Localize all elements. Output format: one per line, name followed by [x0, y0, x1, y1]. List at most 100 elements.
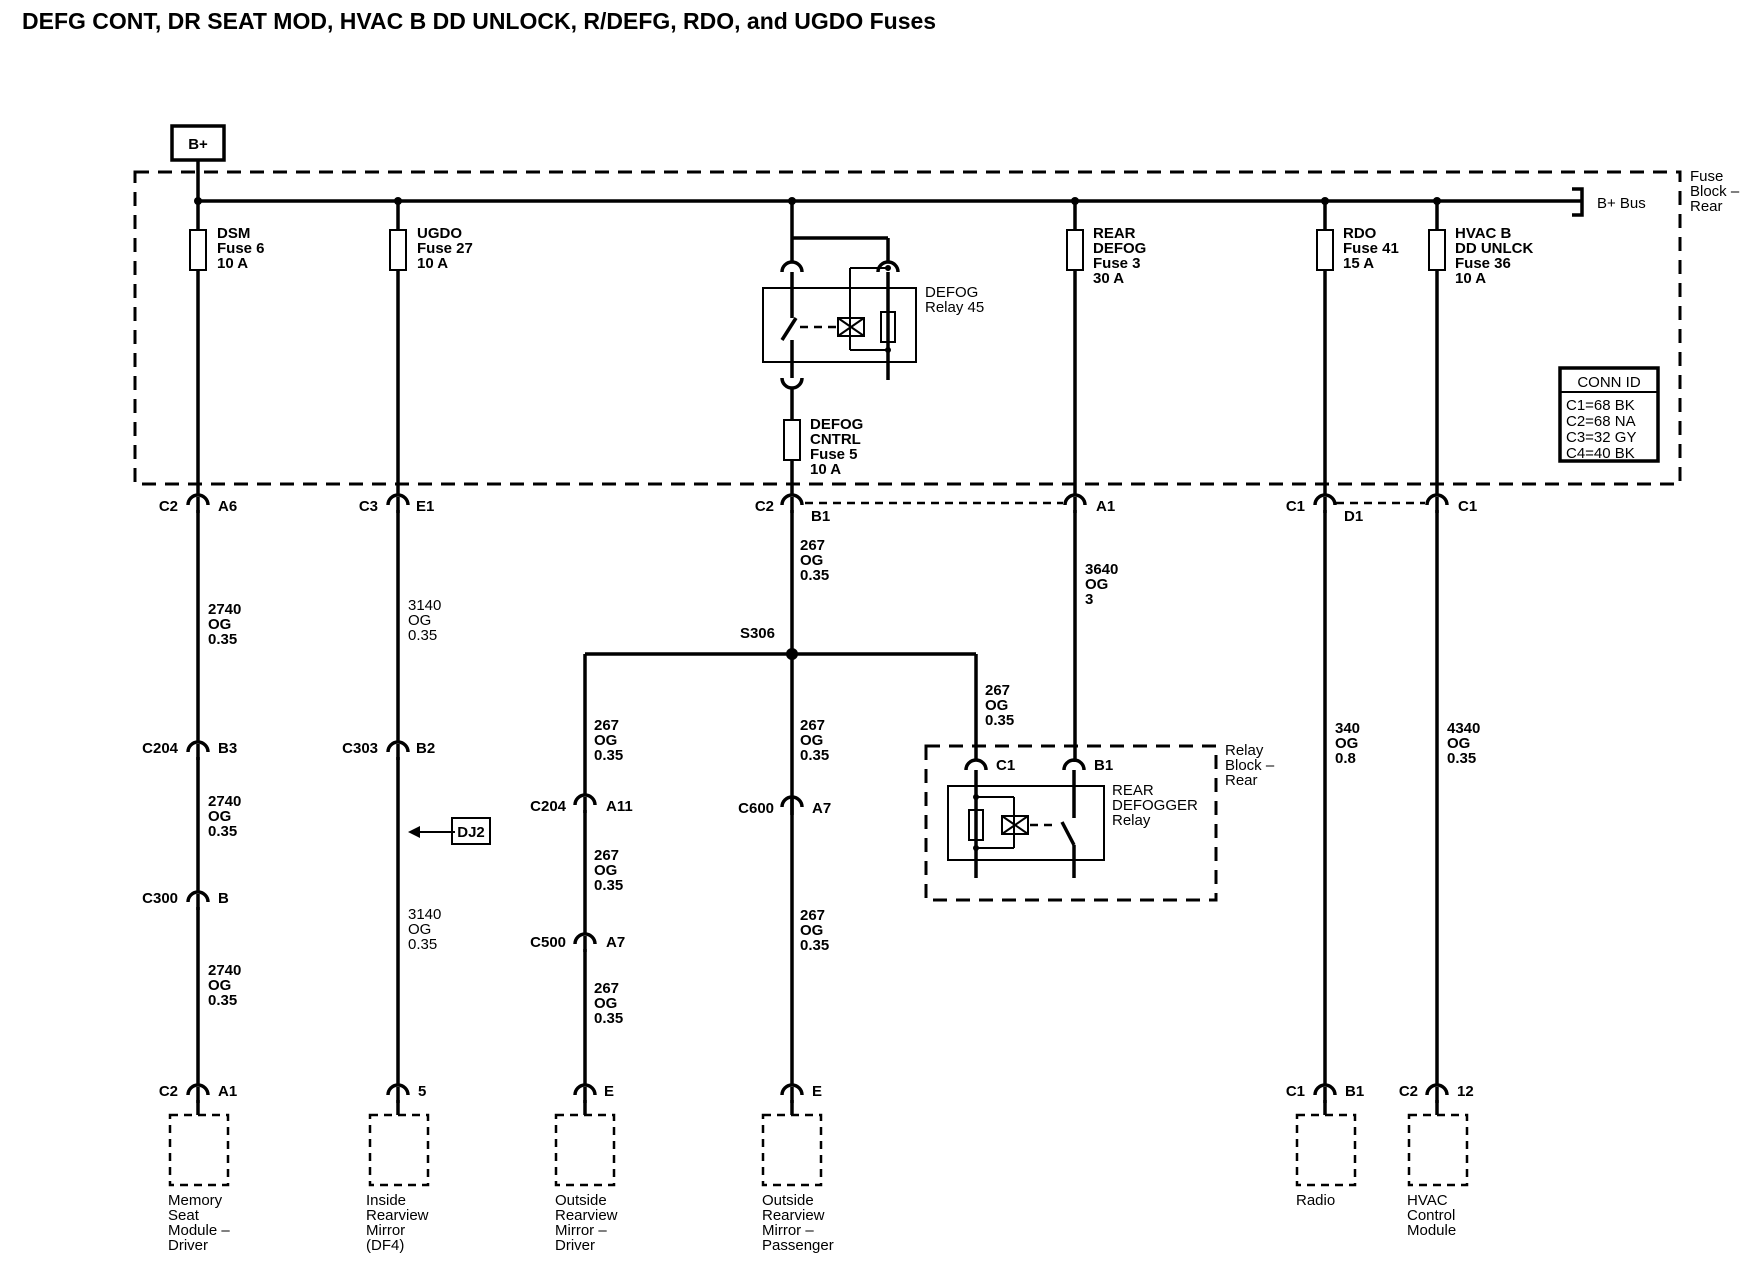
wire-segment	[1001, 815, 1029, 835]
defog-relay-label-line: DEFOG	[925, 284, 978, 301]
fuse-block-outline	[133, 170, 1682, 486]
fuse-hvac-label-line: 10 A	[1455, 270, 1486, 287]
wire-340-label-line: 0.8	[1335, 750, 1356, 767]
label: A1	[218, 1083, 237, 1100]
connector-cup	[1425, 493, 1449, 506]
connector-cup	[1313, 1083, 1337, 1096]
connector-cup	[186, 1083, 210, 1096]
relay-diode	[968, 809, 984, 841]
label: C500	[530, 934, 566, 951]
fuse-block-label-line: Fuse	[1690, 168, 1723, 185]
label: C204	[142, 740, 179, 757]
memory-seat-label-line: Memory	[168, 1192, 223, 1209]
connector-cup	[386, 740, 410, 753]
wire-340-label-line: OG	[1335, 735, 1358, 752]
fuse-defog-cntrl-label-line: DEFOG	[810, 416, 863, 433]
connector-cup	[186, 740, 210, 753]
fuse-ugdo-label-line: 10 A	[417, 255, 448, 272]
wire-267-label-line: 267	[800, 907, 825, 924]
relay-c1-cup	[964, 758, 988, 771]
wire-4340-label-line: 0.35	[1447, 750, 1476, 767]
fuse-block-label-line: Rear	[1690, 198, 1723, 215]
connector-cup	[780, 1083, 804, 1096]
wire-3140-label-line: OG	[408, 921, 431, 938]
defog-relay-label-line: Relay 45	[925, 299, 984, 316]
fuse-hvac-label-line: DD UNLCK	[1455, 240, 1533, 257]
wire-2740-label-line: OG	[208, 808, 231, 825]
wire-2740-label-line: 0.35	[208, 992, 237, 1009]
wire-3640-label-line: OG	[1085, 576, 1108, 593]
rear-defogger-label-line: DEFOGGER	[1112, 797, 1198, 814]
battery-label: B+	[188, 136, 208, 153]
conn-id-title-line: CONN ID	[1577, 374, 1641, 391]
inside-mirror-label-line: (DF4)	[366, 1237, 404, 1254]
wire-267-label-line: 267	[800, 537, 825, 554]
fuse-rdo-label-line: 15 A	[1343, 255, 1374, 272]
relay-block-label-line: Block –	[1225, 757, 1275, 774]
relay-b1-label: B1	[1094, 757, 1113, 774]
memory-seat-label-line: Module –	[168, 1222, 230, 1239]
label: E1	[416, 498, 434, 515]
wire-267-label-line: 0.35	[800, 937, 829, 954]
relay-switch	[780, 317, 798, 341]
label: C600	[738, 800, 774, 817]
wire-267-label-line: 0.35	[594, 877, 623, 894]
outside-mirror-passenger-label-line: Outside	[762, 1192, 814, 1209]
label: 5	[418, 1083, 426, 1100]
relay-c1-label: C1	[996, 757, 1015, 774]
outside-mirror-driver-label-line: Outside	[555, 1192, 607, 1209]
label: C300	[142, 890, 178, 907]
wire-3640-label-line: 3	[1085, 591, 1093, 608]
label: B2	[416, 740, 435, 757]
splice-label-line: S306	[740, 625, 775, 642]
fuse-dsm-label-line: Fuse 6	[217, 240, 265, 257]
wire-2740-label-line: 2740	[208, 601, 241, 618]
wire-4340-label-line: OG	[1447, 735, 1470, 752]
fuse-rdo	[1316, 229, 1334, 271]
connector-cup	[780, 795, 804, 808]
label: D1	[1344, 508, 1363, 525]
bus-label: B+ Bus	[1597, 195, 1646, 212]
wire-267-label-line: OG	[594, 732, 617, 749]
relay-node	[973, 794, 979, 800]
wire-267-label-line: 267	[594, 980, 619, 997]
inside-mirror-label-line: Rearview	[366, 1207, 429, 1224]
outside-mirror-driver-module	[554, 1113, 616, 1187]
radio-label: Radio	[1296, 1192, 1335, 1209]
connector-cup	[1425, 1083, 1449, 1096]
connector-cup	[573, 1083, 597, 1096]
wire-segment	[837, 317, 865, 337]
conn-id-table	[1558, 366, 1660, 463]
relay-block-label-line: Rear	[1225, 772, 1258, 789]
wire-2740-label-line: 0.35	[208, 631, 237, 648]
splice-label: S306	[740, 625, 775, 642]
relay-switch	[1060, 821, 1076, 846]
fuse-hvac-label-line: Fuse 36	[1455, 255, 1511, 272]
hvac-control-module	[1407, 1113, 1469, 1187]
fuse-dsm-label-line: 10 A	[217, 255, 248, 272]
label: B1	[811, 508, 830, 525]
connector-cup	[386, 493, 410, 506]
label: A7	[812, 800, 831, 817]
relay-node	[885, 265, 891, 271]
wire-340-label-line: 340	[1335, 720, 1360, 737]
wire-3140-label-line: 3140	[408, 906, 441, 923]
outside-mirror-driver-label-line: Mirror –	[555, 1222, 607, 1239]
fuse-rdo-label-line: Fuse 41	[1343, 240, 1399, 257]
wire-4340-label-line: 4340	[1447, 720, 1480, 737]
connector-cup	[1063, 493, 1087, 506]
